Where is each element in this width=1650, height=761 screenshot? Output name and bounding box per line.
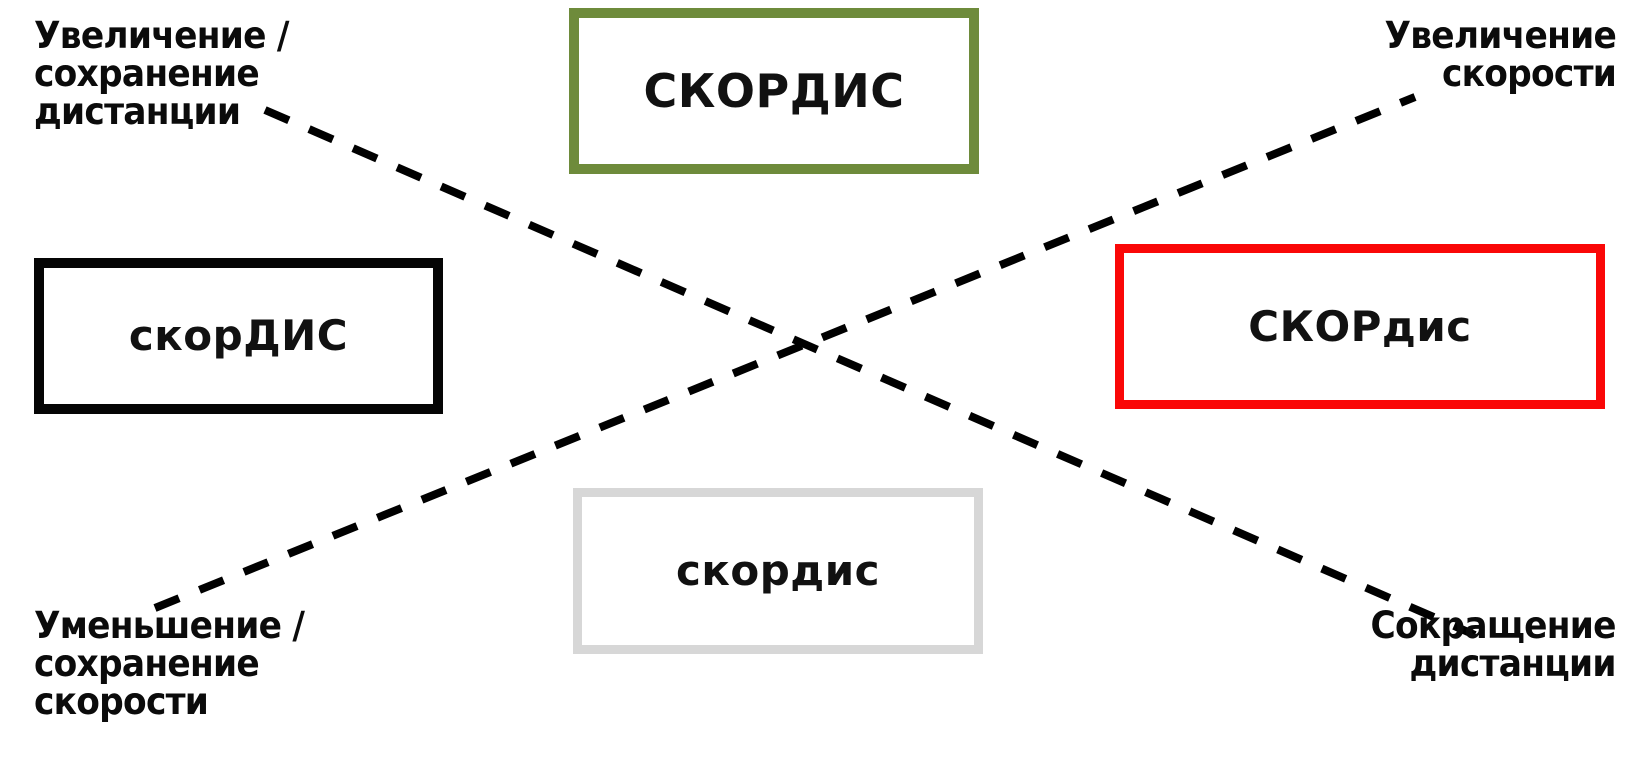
- axis-label-top-right: Увеличение скорости: [1384, 14, 1616, 96]
- term-box-left[interactable]: скорДИС: [34, 258, 443, 414]
- axis-label-top-left: Увеличение / сохранение дистанции: [34, 14, 290, 134]
- axis-label-bottom-right: Сокращение дистанции: [1370, 604, 1617, 686]
- term-box-bottom-label: скордис: [675, 546, 881, 595]
- axis-label-bottom-left: Уменьшение / сохранение скорости: [34, 604, 305, 724]
- term-box-right[interactable]: СКОРдис: [1115, 244, 1605, 409]
- term-box-left-label: скорДИС: [128, 311, 349, 360]
- term-box-top[interactable]: СКОРДИС: [569, 8, 979, 174]
- term-box-bottom[interactable]: скордис: [573, 488, 983, 654]
- term-box-top-label: СКОРДИС: [643, 64, 905, 118]
- dashed-line-speed-axis: [153, 93, 1417, 612]
- term-box-right-label: СКОРдис: [1248, 301, 1472, 351]
